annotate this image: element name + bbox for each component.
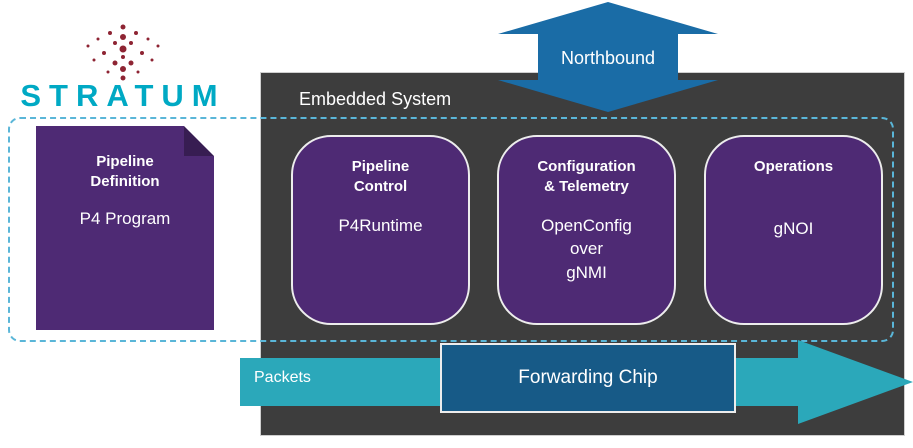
forwarding-chip-label: Forwarding Chip: [518, 367, 658, 388]
stratum-logo-dots-icon: [86, 24, 160, 81]
configuration-telemetry-body: OpenConfig over gNMI: [541, 215, 632, 283]
configuration-telemetry-title: Configuration & Telemetry: [537, 158, 636, 196]
stratum-logo: STRATUM: [12, 22, 234, 114]
northbound-arrow-icon: [498, 2, 718, 112]
pipeline-definition-title: Pipeline Definition: [90, 153, 160, 191]
operations-title: Operations: [753, 158, 834, 175]
operations-card: Operations gNOI: [704, 135, 883, 325]
stratum-logo-text: STRATUM: [20, 78, 226, 113]
pipeline-definition-body: P4 Program: [79, 208, 171, 228]
interfaces-dashed-region: [8, 117, 894, 342]
forwarding-chip-box: Forwarding Chip: [440, 343, 736, 413]
pipeline-control-card: Pipeline Control P4Runtime: [291, 135, 470, 325]
pipeline-control-body: P4Runtime: [338, 215, 423, 235]
pipeline-control-title: Pipeline Control: [351, 158, 410, 196]
northbound-label: Northbound: [560, 48, 656, 68]
configuration-telemetry-card: Configuration & Telemetry OpenConfig ove…: [497, 135, 676, 325]
operations-body: gNOI: [773, 219, 814, 239]
pipeline-definition-card: Pipeline Definition P4 Program: [36, 126, 214, 330]
packets-label: Packets: [254, 369, 311, 386]
embedded-system-label: Embedded System: [299, 89, 452, 109]
